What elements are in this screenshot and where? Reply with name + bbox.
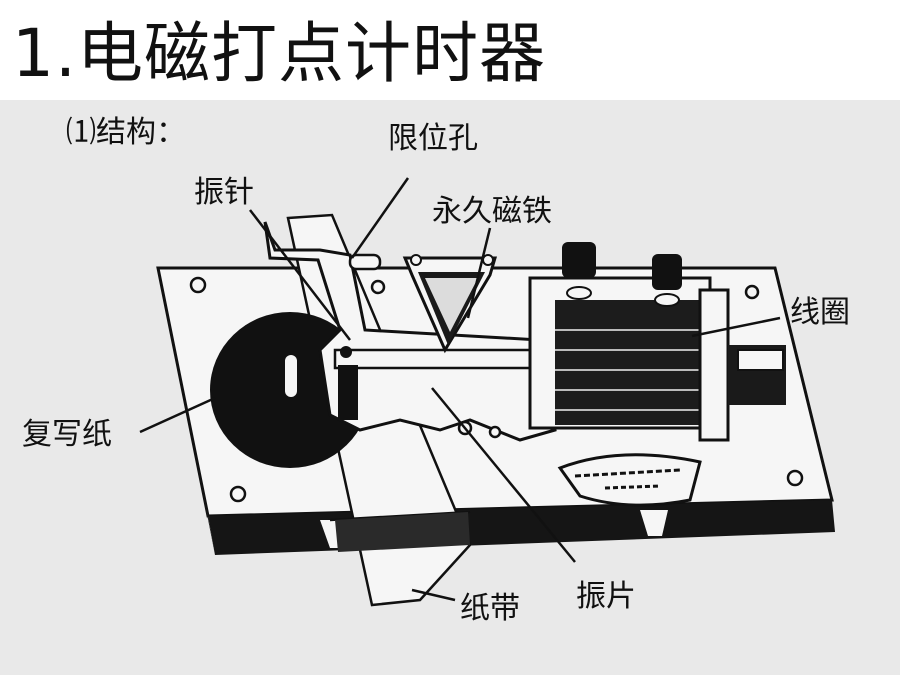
label-carbon-paper: 复写纸 — [22, 417, 112, 452]
board-screws — [189, 276, 804, 503]
bracket-block — [728, 345, 786, 405]
terminals — [562, 242, 682, 307]
label-coil: 线圈 — [790, 295, 850, 330]
label-paper-tape: 纸带 — [460, 591, 520, 626]
permanent-magnet — [402, 254, 498, 354]
label-permanent-magnet: 永久磁铁 — [432, 194, 552, 229]
leader-lines — [139, 177, 781, 602]
page-title: 1.电磁打点计时器 — [12, 15, 546, 92]
label-vibrating-plate: 振片 — [576, 579, 636, 614]
nameplate — [557, 453, 702, 507]
label-limit-hole: 限位孔 — [388, 121, 478, 156]
label-needle: 振针 — [194, 175, 254, 210]
vibrating-plate-assembly — [263, 221, 557, 442]
structure-subtitle: ⑴结构： — [66, 115, 186, 150]
coil — [528, 276, 730, 442]
